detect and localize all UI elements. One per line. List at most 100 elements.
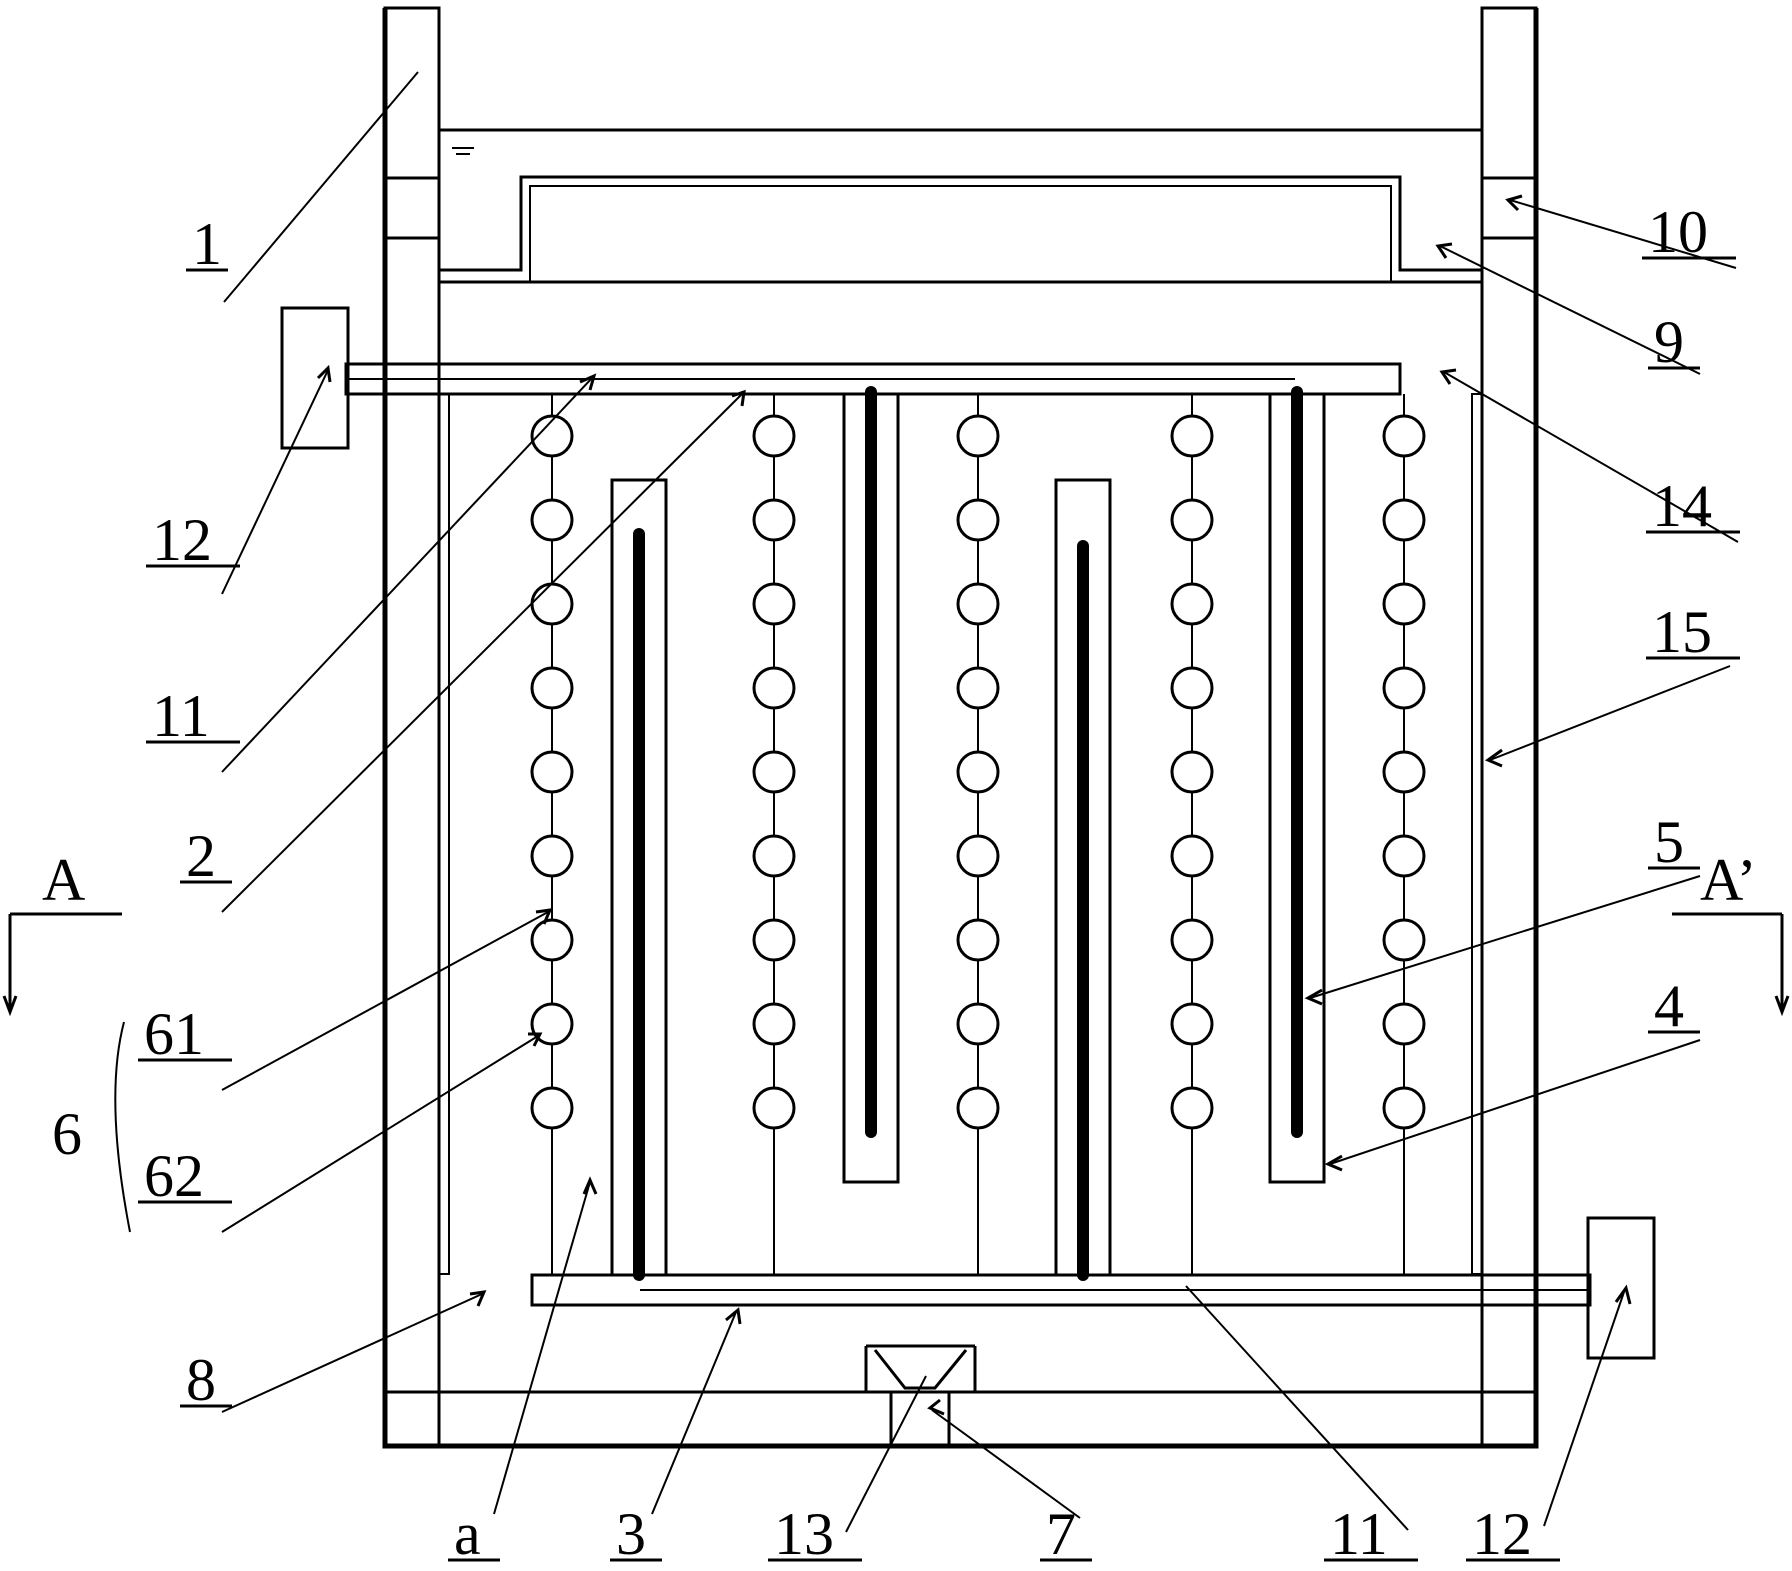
baffle-3	[1054, 478, 1112, 1281]
bead	[1382, 498, 1426, 542]
bead	[956, 750, 1000, 794]
bead	[752, 834, 796, 878]
baffle-1	[610, 478, 668, 1281]
left-liner	[438, 393, 450, 1275]
bead	[1170, 918, 1214, 962]
bead	[1382, 414, 1426, 458]
bead-column-2	[752, 394, 796, 1275]
bead	[1170, 750, 1214, 794]
bead	[1170, 582, 1214, 626]
funnel-outline	[864, 1344, 977, 1392]
leader-14	[1443, 371, 1739, 543]
bottom-wall-right	[947, 1390, 1538, 1448]
label-14: 14	[1652, 473, 1712, 539]
leader-2	[221, 393, 743, 913]
left-wall-lower	[383, 236, 441, 1448]
leader-1	[223, 71, 419, 303]
label-a: a	[454, 1501, 481, 1567]
leader-12-upper	[221, 369, 329, 595]
arrow-9	[1435, 242, 1453, 259]
baffle-4	[1268, 386, 1326, 1184]
leader-61	[221, 911, 549, 1091]
label-12-upper: 12	[152, 507, 212, 573]
bead-column-3	[956, 394, 1000, 1275]
bead	[956, 1002, 1000, 1046]
label-12-lower: 12	[1472, 1501, 1532, 1567]
overflow-port-right	[1480, 176, 1538, 240]
bead	[752, 582, 796, 626]
label-3: 3	[616, 1501, 646, 1567]
leader-a	[493, 1181, 591, 1515]
arrow-15	[1484, 748, 1503, 768]
bead	[752, 918, 796, 962]
bead	[1170, 1086, 1214, 1130]
label-15: 15	[1652, 599, 1712, 665]
bead	[1382, 582, 1426, 626]
part-labels: 1 10 9 12 14 15 11 5 2 4 61 6 62 8 a 3 1…	[52, 199, 1740, 1567]
label-13: 13	[774, 1501, 834, 1567]
bead	[752, 666, 796, 710]
leader-62	[221, 1035, 539, 1233]
right-liner	[1471, 393, 1483, 1275]
arrow-3	[725, 1307, 742, 1325]
bead	[1170, 666, 1214, 710]
label-1: 1	[192, 211, 222, 277]
arrow-2	[731, 389, 746, 407]
arrow-5	[1304, 988, 1323, 1006]
upper-control-box-12	[280, 306, 350, 450]
bead-column-1	[530, 394, 574, 1275]
bead	[956, 666, 1000, 710]
leader-3	[651, 1311, 737, 1515]
label-62: 62	[144, 1143, 204, 1209]
label-11-lower: 11	[1330, 1501, 1388, 1567]
bead	[752, 498, 796, 542]
drain-funnel	[864, 1344, 977, 1392]
arrow-8	[469, 1290, 487, 1307]
bead	[956, 414, 1000, 458]
label-7: 7	[1046, 1501, 1076, 1567]
section-label-a: A	[42, 847, 85, 913]
wall-outline	[382, 8, 1539, 1449]
section-mark-right	[1672, 912, 1784, 1008]
arrow-12-lower	[1614, 1284, 1632, 1305]
arrow-10	[1505, 194, 1523, 212]
bottom-wall-left	[383, 1390, 893, 1448]
leader-5	[1309, 875, 1701, 999]
lower-control-box-12	[1586, 1216, 1656, 1360]
section-arrow-left	[2, 995, 18, 1017]
label-2: 2	[186, 823, 216, 889]
leader-11-upper	[221, 377, 593, 773]
bead	[956, 918, 1000, 962]
right-wall-upper	[1480, 6, 1538, 180]
label-9: 9	[1654, 309, 1684, 375]
bead	[530, 498, 574, 542]
bead-column-5	[1382, 394, 1426, 1275]
bead	[1170, 414, 1214, 458]
section-arrow-right	[1774, 995, 1790, 1017]
section-mark-left	[8, 912, 122, 1008]
leader-15	[1489, 665, 1731, 761]
drain-outlet	[889, 1392, 951, 1446]
bead	[1170, 834, 1214, 878]
baffle-2	[842, 386, 900, 1184]
bead	[530, 834, 574, 878]
arrow-a	[582, 1176, 598, 1195]
water-level-symbol	[452, 147, 474, 155]
bead	[1382, 750, 1426, 794]
leader-4	[1329, 1039, 1701, 1165]
arrow-12-upper	[316, 364, 332, 383]
bead	[530, 582, 574, 626]
bead	[956, 582, 1000, 626]
arrow-7	[927, 1398, 945, 1416]
leader-7	[931, 1409, 1081, 1519]
bead	[1382, 1002, 1426, 1046]
trough-inner	[439, 185, 1482, 283]
left-wall-upper	[383, 6, 441, 180]
leader-12-lower	[1543, 1291, 1625, 1527]
leader-9	[1439, 245, 1701, 375]
leader-6-brace	[114, 1021, 131, 1233]
bead	[1170, 1002, 1214, 1046]
bead	[956, 1086, 1000, 1130]
bead	[752, 750, 796, 794]
